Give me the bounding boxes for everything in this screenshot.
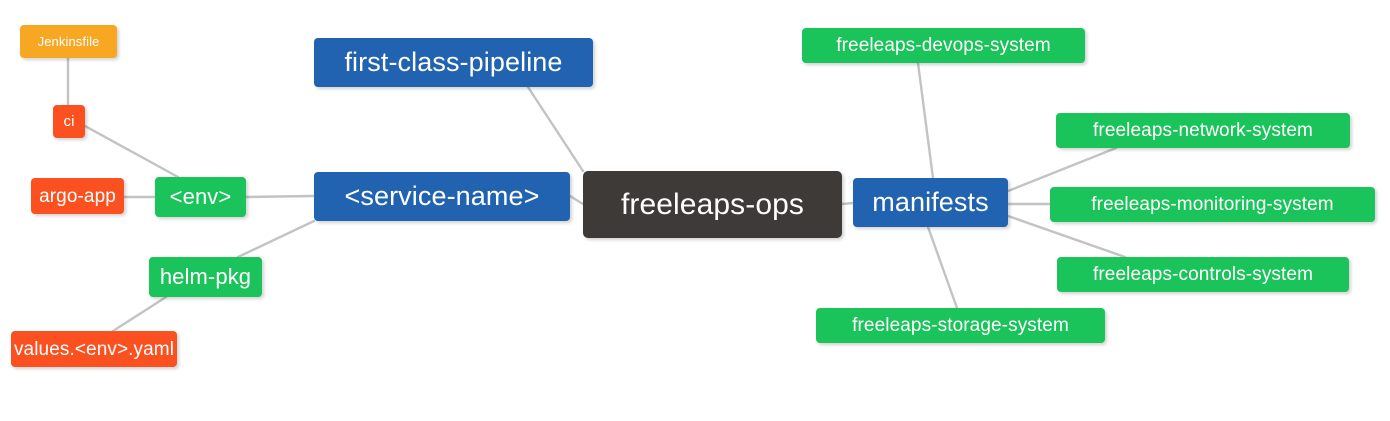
node-values[interactable]: values.<env>.yaml: [11, 331, 177, 367]
edge-service-to-helm: [236, 219, 316, 259]
node-helm[interactable]: helm-pkg: [149, 257, 262, 297]
node-root[interactable]: freeleaps-ops: [583, 171, 842, 238]
node-service[interactable]: <service-name>: [314, 172, 570, 221]
edge-root-to-service: [568, 194, 585, 206]
edge-root-to-pipeline: [526, 85, 585, 173]
node-controls[interactable]: freeleaps-controls-system: [1057, 257, 1349, 292]
node-storage[interactable]: freeleaps-storage-system: [816, 308, 1105, 343]
node-ci[interactable]: ci: [53, 105, 85, 138]
edge-manifests-to-devops: [916, 61, 935, 180]
node-argo[interactable]: argo-app: [31, 178, 124, 214]
edge-root-to-manifests: [840, 201, 855, 206]
node-manifests[interactable]: manifests: [853, 178, 1008, 227]
node-jenkins[interactable]: Jenkinsfile: [20, 25, 117, 58]
edge-env-to-ci: [83, 124, 180, 179]
node-pipeline[interactable]: first-class-pipeline: [314, 38, 593, 87]
edge-manifests-to-storage: [926, 225, 959, 310]
node-network[interactable]: freeleaps-network-system: [1056, 113, 1350, 148]
edge-manifests-to-network: [1006, 146, 1118, 193]
edge-service-to-env: [244, 194, 316, 199]
node-devops[interactable]: freeleaps-devops-system: [802, 28, 1085, 63]
edge-helm-to-values: [111, 295, 168, 333]
node-env[interactable]: <env>: [155, 177, 246, 217]
edge-manifests-to-controls: [1006, 214, 1127, 259]
node-monitoring[interactable]: freeleaps-monitoring-system: [1050, 187, 1375, 222]
